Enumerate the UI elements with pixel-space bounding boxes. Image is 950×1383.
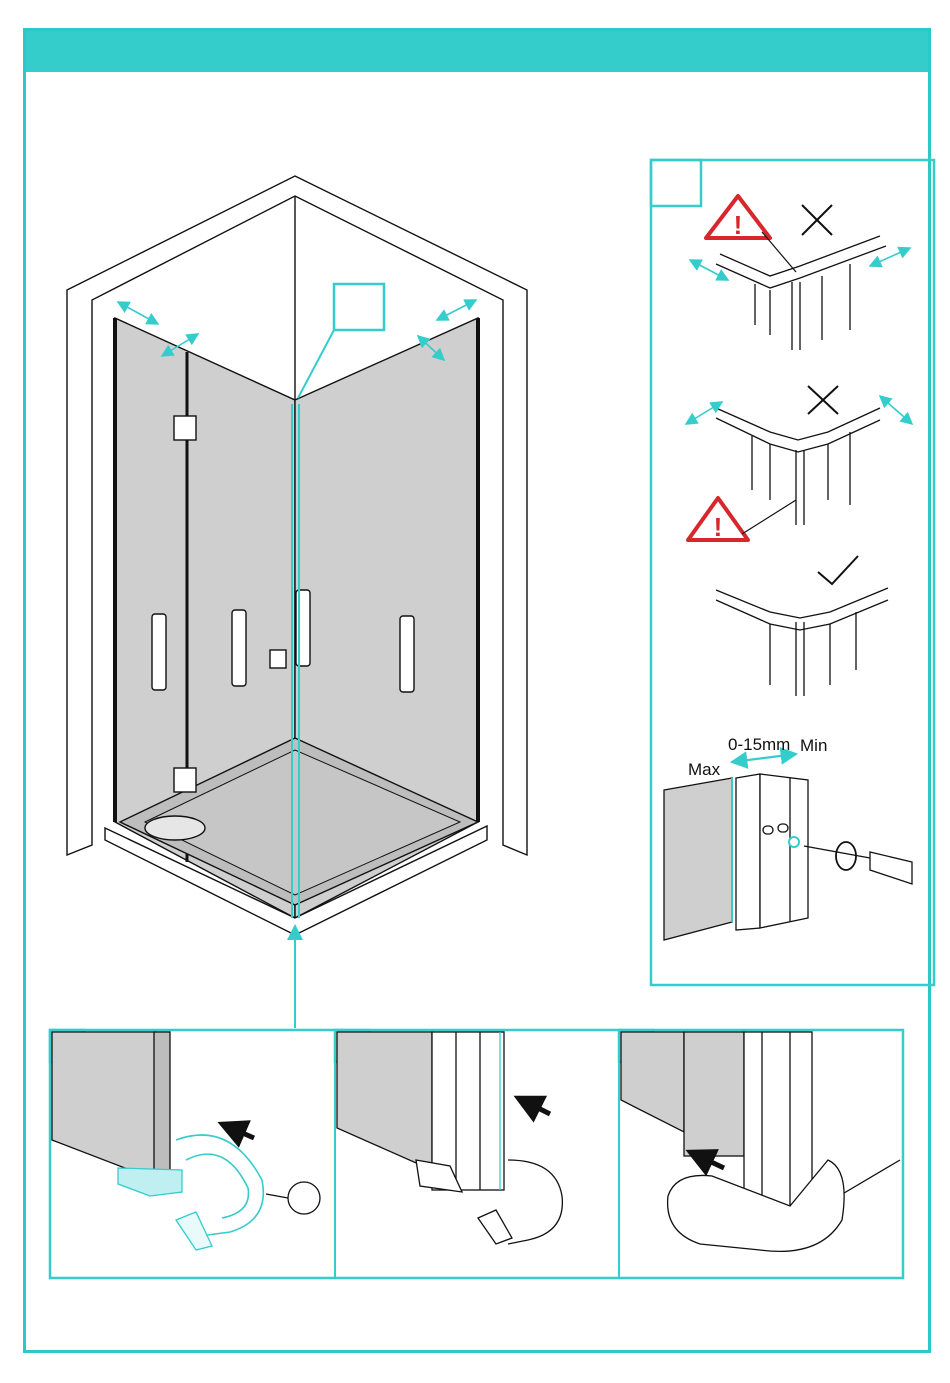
svg-text:!: ! [734,210,743,240]
bottom-step-3 [621,1032,900,1251]
cross-mark-icon [802,205,832,235]
cross-mark-icon-2 [808,386,838,414]
shower-enclosure [67,176,527,935]
bottom-step-2 [337,1032,562,1244]
detail-adjustment [664,754,912,940]
warning-triangle-icon-2: ! [688,498,748,542]
detail-correct [716,588,888,696]
adjustment-min-label: Min [800,736,827,756]
adjustment-max-label: Max [688,760,720,780]
check-mark-icon [818,556,858,584]
bottom-step-1 [52,1032,320,1250]
detail-wrong-1 [716,236,886,350]
warning-triangle-icon: ! [706,196,770,240]
rotate-icon [836,842,856,870]
adjustment-arrows-1 [690,248,910,280]
detail-wrong-2 [716,408,880,525]
adjustment-range-label: 0-15mm [728,735,790,755]
svg-text:!: ! [714,512,723,542]
